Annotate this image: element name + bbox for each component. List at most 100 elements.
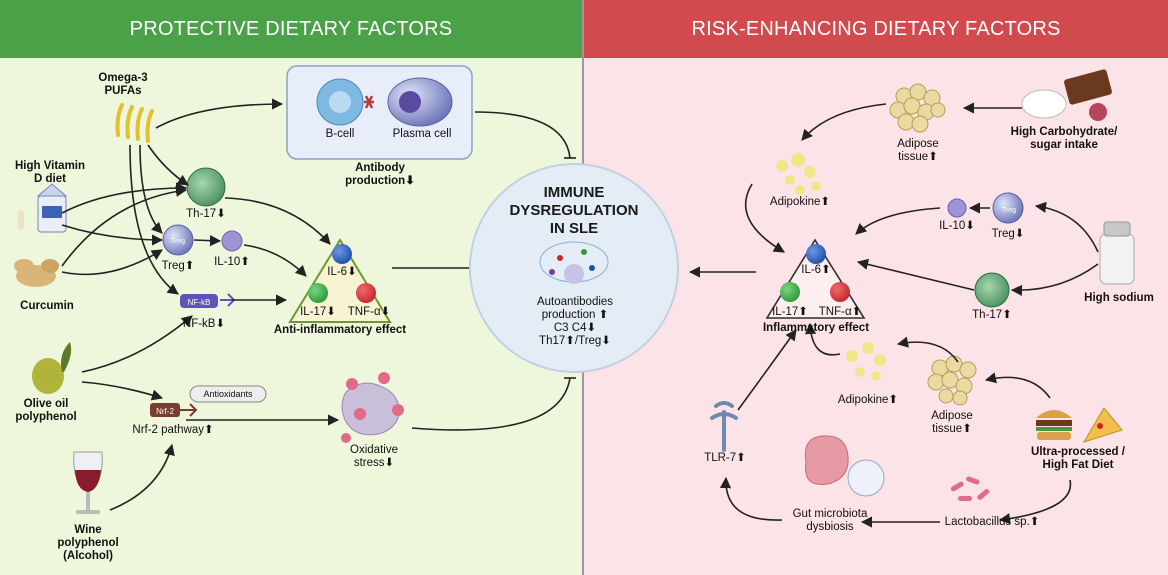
adipokine-bottom-icon <box>846 342 886 381</box>
adipokine-bottom-label: Adipokine⬆ <box>837 394 899 406</box>
nfkb-label: NF-kB⬇ <box>182 318 226 330</box>
gut-line-2: dysbiosis <box>806 521 854 533</box>
risk-arrows <box>688 102 1099 528</box>
adipose-bottom-label: Adipose tissue⬆ <box>920 410 984 436</box>
il17-left-label: IL-17⬇ <box>300 306 336 318</box>
olive-label: Olive oil polyphenol <box>8 398 84 424</box>
protective-arrows <box>61 98 340 511</box>
anti-inflammatory-label: Anti-inflammatory effect <box>273 324 407 336</box>
olive-line-2: polyphenol <box>15 411 77 423</box>
wine-line-1: Wine <box>74 524 102 536</box>
gut-icon <box>804 435 885 497</box>
nrf2-label: Nrf-2 pathway⬆ <box>132 424 214 436</box>
carb-sugar-icon <box>1021 69 1112 121</box>
nrf2-badge: Nrf-2 <box>156 407 174 416</box>
il10-left-label: IL-10⬆ <box>214 256 250 268</box>
oxidative-stress-icon <box>341 372 404 443</box>
treg-left-label: Treg⬆ <box>161 260 195 272</box>
vitamin-d-line-2: D diet <box>34 173 66 185</box>
bcell-box <box>286 65 473 160</box>
protective-header: PROTECTIVE DIETARY FACTORS <box>0 0 582 58</box>
wine-line-3: (Alcohol) <box>63 550 113 562</box>
center-detail-4: Th17⬆/Treg⬇ <box>539 335 611 347</box>
oxidative-label: Oxidative stress⬇ <box>334 444 414 470</box>
th17-right-icon <box>974 272 1010 308</box>
sodium-label: High sodium <box>1084 292 1154 304</box>
center-title-line-3: IN SLE <box>549 220 599 237</box>
center-details: Autoantibodies production ⬆ C3 C4⬇ Th17⬆… <box>520 296 630 348</box>
center-detail-3: C3 C4⬇ <box>553 322 597 334</box>
adipokine-top-label: Adipokine⬆ <box>769 196 831 208</box>
antioxidants-label: Antioxidants <box>203 389 253 399</box>
bcell-label: B-cell <box>325 128 355 140</box>
ultra-processed-label: Ultra-processed / High Fat Diet <box>1016 446 1140 472</box>
il10-ball-icon <box>221 230 243 252</box>
il6-left-label: IL-6⬇ <box>327 266 357 278</box>
vitamin-d-milk-icon <box>18 183 68 233</box>
immune-dysregulation-circle <box>469 163 679 373</box>
adipose-tissue-bottom-icon <box>927 355 977 406</box>
antibody-line-2: production⬇ <box>345 175 415 187</box>
wine-label: Wine polyphenol (Alcohol) <box>50 524 126 563</box>
th17-left-label: Th-17⬇ <box>186 208 226 220</box>
adipose-tissue-top-icon <box>889 83 946 133</box>
treg-right-icon <box>992 192 1024 224</box>
antibody-line-1: Antibody <box>355 162 405 174</box>
carb-label: High Carbohydrate/ sugar intake <box>1004 126 1124 152</box>
ultra-line-2: High Fat Diet <box>1042 459 1114 471</box>
omega3-icon <box>115 103 154 143</box>
carb-line-1: High Carbohydrate/ <box>1010 126 1118 138</box>
center-title-line-2: DYSREGULATION <box>509 202 639 219</box>
tlr7-icon <box>710 401 738 452</box>
inflammatory-triangle <box>765 238 866 319</box>
curcumin-ginger-icon <box>14 259 59 287</box>
plasma-cell-label: Plasma cell <box>392 128 452 140</box>
tnf-left-label: TNF-α⬇ <box>347 306 391 318</box>
tnf-right-label: TNF-α⬆ <box>818 306 862 318</box>
il10-right-icon <box>947 198 967 218</box>
omega3-line-2: PUFAs <box>104 85 142 97</box>
ultra-line-1: Ultra-processed / <box>1031 446 1125 458</box>
antibody-label: Antibody production⬇ <box>330 162 430 188</box>
inflammatory-label: Inflammatory effect <box>762 322 870 334</box>
nfkb-badge: NF-kB <box>187 298 211 307</box>
vitamin-d-label: High Vitamin D diet <box>10 160 90 186</box>
adipokine-top-icon <box>776 153 821 195</box>
adipose-bottom-line-1: Adipose <box>931 410 973 422</box>
anti-inflammatory-triangle <box>288 238 392 323</box>
oxidative-line-1: Oxidative <box>350 444 398 456</box>
gut-line-1: Gut microbiota <box>792 508 868 520</box>
vitamin-d-line-1: High Vitamin <box>14 160 86 172</box>
oxidative-line-2: stress⬇ <box>353 457 395 469</box>
center-title-line-1: IMMUNE <box>543 184 605 201</box>
lactobacillus-icon <box>950 476 990 501</box>
lactobacillus-label: Lactobacillus sp.⬆ <box>944 516 1040 528</box>
immune-dysregulation-title: IMMUNE DYSREGULATION IN SLE <box>480 184 668 238</box>
th17-cell-icon <box>186 167 226 207</box>
carb-line-2: sugar intake <box>1030 139 1098 151</box>
adipose-top-line-2: tissue⬆ <box>898 151 938 163</box>
il10-right-label: IL-10⬇ <box>939 220 975 232</box>
adipose-top-label: Adipose tissue⬆ <box>886 138 950 164</box>
burger-pizza-icon <box>1036 407 1123 443</box>
il6-right-label: IL-6⬆ <box>801 264 831 276</box>
nrf2-icon <box>150 385 267 417</box>
salt-shaker-icon <box>1099 221 1135 285</box>
treg-badge-right: Treg <box>1001 207 1017 214</box>
th17-right-label: Th-17⬆ <box>972 309 1012 321</box>
treg-right-label: Treg⬇ <box>991 228 1025 240</box>
center-detail-1: Autoantibodies <box>536 296 614 308</box>
tlr7-label: TLR-7⬆ <box>704 452 746 464</box>
olive-line-1: Olive oil <box>23 398 69 410</box>
olive-icon <box>32 342 72 394</box>
wine-glass-icon <box>73 451 103 514</box>
omega3-line-1: Omega-3 <box>98 72 148 84</box>
wine-line-2: polyphenol <box>57 537 119 549</box>
adipose-bottom-line-2: tissue⬆ <box>932 423 972 435</box>
treg-badge-left: Treg <box>170 238 186 245</box>
omega3-label: Omega-3 PUFAs <box>88 72 158 98</box>
risk-header: RISK-ENHANCING DIETARY FACTORS <box>584 0 1168 58</box>
center-detail-2: production ⬆ <box>541 309 609 321</box>
